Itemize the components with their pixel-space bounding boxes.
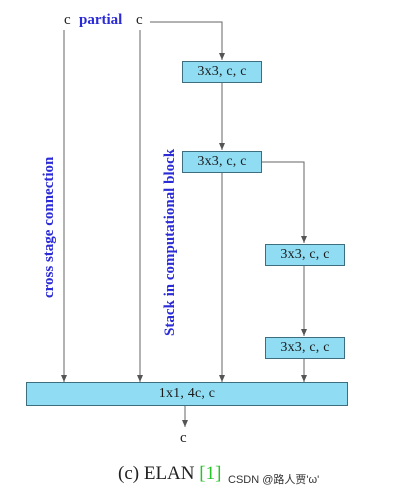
- input-c-left: c: [64, 12, 71, 28]
- partial-to-block1: [150, 21, 225, 60]
- conv-block-1: 3x3, c, c: [182, 61, 262, 83]
- conv-block-2: 3x3, c, c: [182, 151, 262, 173]
- figure-caption: (c) ELAN [1]: [118, 463, 221, 485]
- caption-reference[interactable]: [1]: [199, 463, 222, 484]
- output-c: c: [180, 430, 187, 446]
- conv-block-4: 3x3, c, c: [265, 337, 345, 359]
- merge-block: 1x1, 4c, c: [26, 382, 348, 406]
- block2-to-block3: [260, 161, 307, 243]
- cross-stage-connection-label: cross stage connection: [41, 156, 57, 298]
- stack-computational-block-label: Stack in computational block: [162, 148, 178, 336]
- conv-block-3: 3x3, c, c: [265, 244, 345, 266]
- caption-text: (c) ELAN: [118, 463, 200, 484]
- csdn-watermark: CSDN @路人贾'ω': [226, 470, 322, 488]
- partial-label: partial: [79, 12, 123, 28]
- input-c-right: c: [136, 12, 143, 28]
